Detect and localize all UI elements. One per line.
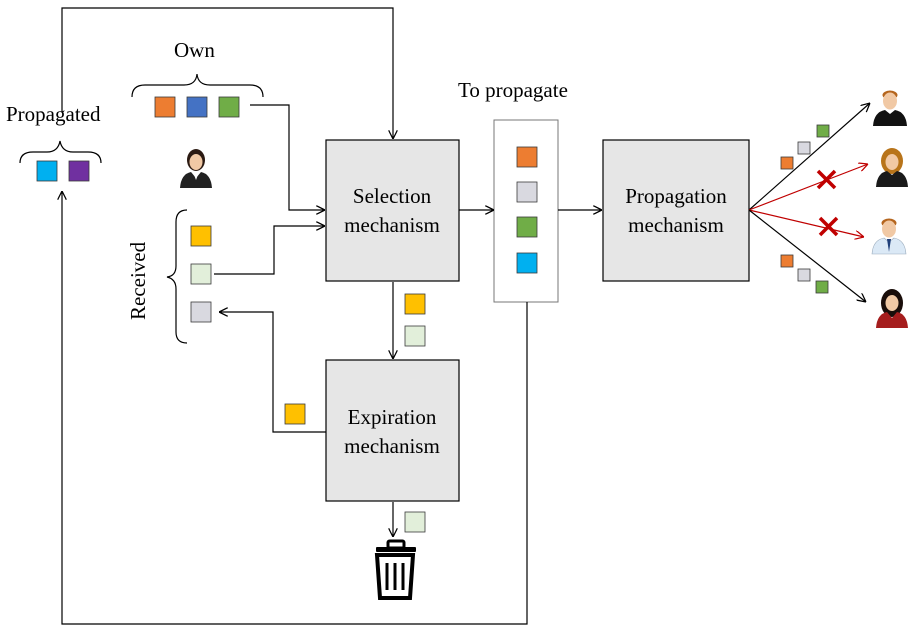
received-item-yellow bbox=[190, 225, 212, 247]
to-propagate-item-green bbox=[516, 216, 538, 238]
male-user-icon bbox=[871, 218, 907, 255]
to-propagate-item-orange bbox=[516, 146, 538, 168]
propagate-arrow-2-rejected bbox=[748, 164, 868, 211]
received-item-light-gray bbox=[190, 301, 212, 323]
received-item-light-green bbox=[190, 263, 212, 285]
own-brace bbox=[131, 73, 264, 98]
propagate-arrow-1 bbox=[748, 103, 870, 211]
out4-item-green bbox=[815, 280, 829, 294]
received-to-selection-arrow bbox=[214, 226, 325, 275]
feedback-arrow-bottom bbox=[62, 191, 528, 625]
received-brace bbox=[166, 209, 188, 344]
own-item-blue bbox=[186, 96, 208, 118]
own-item-green bbox=[218, 96, 240, 118]
selection-expiration-item-yellow bbox=[404, 293, 426, 315]
out1-item-orange bbox=[780, 156, 794, 170]
male-user-icon bbox=[873, 90, 907, 126]
female-user-icon bbox=[876, 289, 908, 328]
trash-icon bbox=[374, 539, 416, 600]
propagation-mechanism-box bbox=[602, 139, 750, 282]
expiration-to-received-arrow bbox=[219, 312, 326, 433]
female-user-icon bbox=[180, 149, 212, 188]
selection-box-line2: mechanism bbox=[344, 213, 440, 237]
x-mark-icon bbox=[818, 216, 839, 237]
female-user-icon bbox=[876, 148, 908, 187]
to-propagate-label: To propagate bbox=[458, 78, 568, 102]
out1-item-light-gray bbox=[797, 141, 811, 155]
selection-box-line1: Selection bbox=[353, 184, 432, 208]
expiration-box-line1: Expiration bbox=[348, 405, 437, 429]
out1-item-green bbox=[816, 124, 830, 138]
to-propagate-item-light-gray bbox=[516, 181, 538, 203]
propagated-brace bbox=[19, 140, 102, 164]
propagated-item-purple bbox=[68, 160, 90, 182]
own-to-selection-arrow bbox=[250, 104, 325, 210]
out4-item-orange bbox=[780, 254, 794, 268]
propagated-label: Propagated bbox=[6, 102, 101, 126]
x-mark-icon bbox=[816, 169, 837, 190]
received-label: Received bbox=[126, 241, 150, 320]
expiration-box-line2: mechanism bbox=[344, 434, 440, 458]
trash-item-light-green bbox=[404, 511, 426, 533]
propagation-box-line2: mechanism bbox=[628, 213, 724, 237]
selection-mechanism-box bbox=[325, 139, 460, 282]
propagation-box-line1: Propagation bbox=[625, 184, 727, 208]
own-label: Own bbox=[174, 38, 215, 62]
propagate-arrow-4 bbox=[748, 209, 866, 302]
to-propagate-item-cyan bbox=[516, 252, 538, 274]
propagated-item-cyan bbox=[36, 160, 58, 182]
propagate-arrow-3-rejected bbox=[748, 209, 864, 237]
expiration-mechanism-box bbox=[325, 359, 460, 502]
own-item-orange bbox=[154, 96, 176, 118]
feedback-arrow-top bbox=[61, 7, 393, 139]
selection-expiration-item-light-green bbox=[404, 325, 426, 347]
expiration-received-item-yellow bbox=[284, 403, 306, 425]
out4-item-light-gray bbox=[797, 268, 811, 282]
